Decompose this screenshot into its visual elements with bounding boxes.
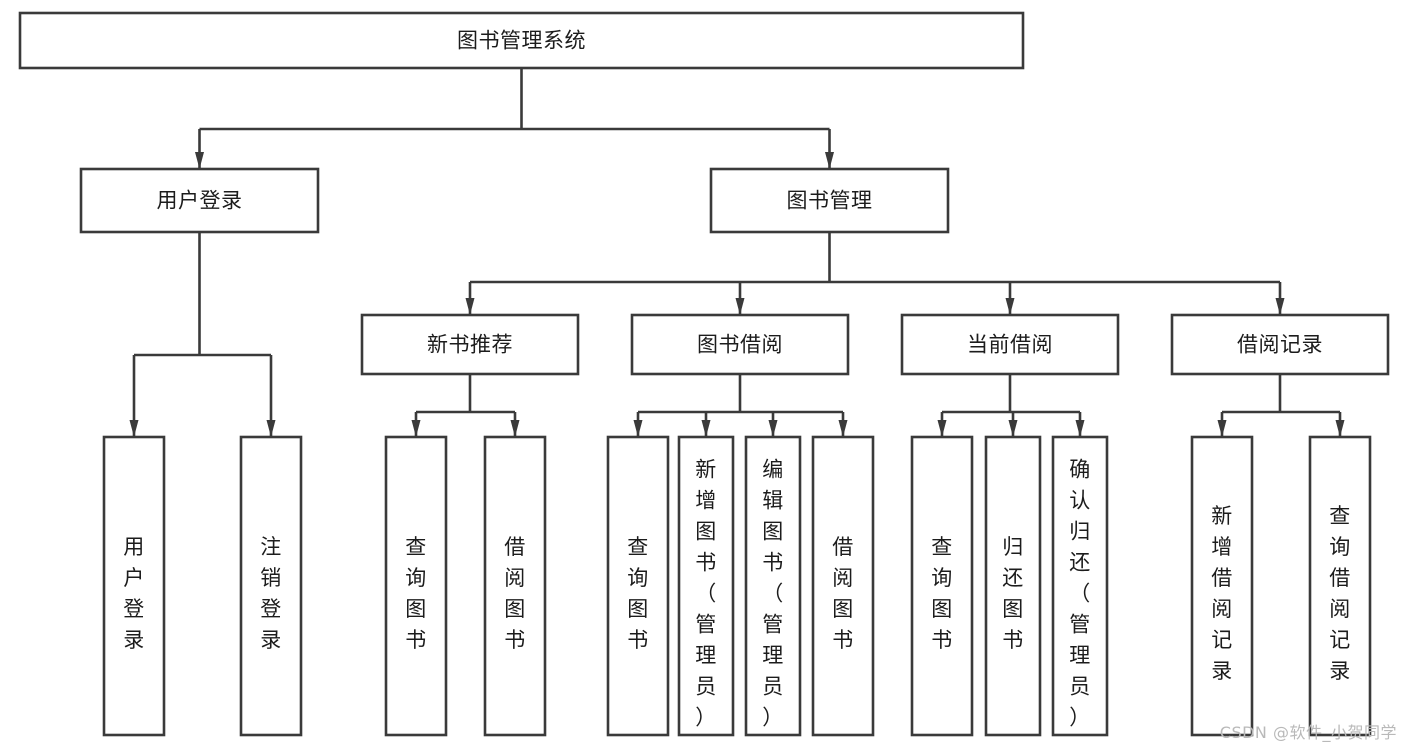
book-manage-to-level3-arrow-3 [1275,298,1285,315]
user-login-to-leaves-arrow-0 [129,420,139,437]
node-leaf-query-book-current[interactable]: 查询图书 [910,435,974,737]
node-leaf-add-book-admin[interactable]: 新增图书（管理员） [677,435,735,737]
node-root-root[interactable]: 图书管理系统 [18,11,1025,70]
node-leaf-borrow-book[interactable]: 借阅图书 [811,435,875,737]
node-leaf-logout-login[interactable]: 注销登录 [239,435,303,737]
node-borrow-record-label: 借阅记录 [1237,333,1323,357]
connector-edges-layer [129,68,1345,437]
node-leaf-query-book-recommend-box[interactable] [384,435,448,737]
node-new-book-recommend[interactable]: 新书推荐 [360,313,580,376]
node-leaf-query-book-recommend[interactable]: 查询图书 [384,435,448,737]
root-to-level2-arrow-1 [825,152,834,169]
node-leaf-query-book-borrow[interactable]: 查询图书 [606,435,670,737]
book-borrow-to-leaves-arrow-2 [768,420,778,437]
new-book-recommend-to-leaves-arrow-0 [411,420,421,437]
node-leaf-user-login-label: 用户登录 [123,535,145,652]
node-leaf-borrow-book-recommend-label: 借阅图书 [504,535,526,652]
node-leaf-add-borrow-record-label: 新增借阅记录 [1211,504,1233,683]
node-borrow-record-box[interactable] [1170,313,1390,376]
node-leaf-return-book-box[interactable] [984,435,1042,737]
node-leaf-add-borrow-record-box[interactable] [1190,435,1254,737]
node-book-manage[interactable]: 图书管理 [709,167,950,234]
node-leaf-logout-login-label: 注销登录 [260,535,282,652]
current-borrow-to-leaves-arrow-1 [1008,420,1018,437]
node-leaf-return-book-label: 归还图书 [1002,535,1024,652]
book-manage-to-level3-arrow-1 [735,298,745,315]
node-leaf-add-book-admin-box[interactable] [677,435,735,737]
node-root-root-box[interactable] [18,11,1025,70]
borrow-record-to-leaves-arrow-1 [1335,420,1345,437]
node-leaf-query-book-borrow-box[interactable] [606,435,670,737]
node-book-manage-box[interactable] [709,167,950,234]
node-leaf-query-borrow-record-label: 查询借阅记录 [1329,504,1351,683]
node-leaf-borrow-book-label: 借阅图书 [832,535,854,652]
node-leaf-return-book[interactable]: 归还图书 [984,435,1042,737]
node-book-manage-label: 图书管理 [787,189,873,213]
node-current-borrow-box[interactable] [900,313,1120,376]
user-login-to-leaves-arrow-1 [266,420,276,437]
node-user-login-label: 用户登录 [157,189,243,213]
new-book-recommend-to-leaves-arrow-1 [510,420,520,437]
node-current-borrow[interactable]: 当前借阅 [900,313,1120,376]
node-leaf-add-borrow-record[interactable]: 新增借阅记录 [1190,435,1254,737]
borrow-record-to-leaves-arrow-0 [1217,420,1227,437]
book-borrow-to-leaves-arrow-3 [838,420,848,437]
node-book-borrow-box[interactable] [630,313,850,376]
node-leaf-confirm-return-admin-box[interactable] [1051,435,1109,737]
book-manage-to-level3-arrow-2 [1005,298,1015,315]
node-boxes-layer: 图书管理系统用户登录图书管理新书推荐图书借阅当前借阅借阅记录用户登录注销登录查询… [18,11,1390,737]
node-new-book-recommend-box[interactable] [360,313,580,376]
node-leaf-user-login-box[interactable] [102,435,166,737]
node-leaf-edit-book-admin-label: 编辑图书（管理员） [762,458,784,730]
node-leaf-confirm-return-admin[interactable]: 确认归还（管理员） [1051,435,1109,737]
node-leaf-borrow-book-recommend[interactable]: 借阅图书 [483,435,547,737]
node-leaf-query-borrow-record[interactable]: 查询借阅记录 [1308,435,1372,737]
node-new-book-recommend-label: 新书推荐 [427,333,513,357]
node-leaf-query-book-current-label: 查询图书 [931,535,953,652]
node-leaf-logout-login-box[interactable] [239,435,303,737]
node-user-login[interactable]: 用户登录 [79,167,320,234]
node-book-borrow[interactable]: 图书借阅 [630,313,850,376]
current-borrow-to-leaves-arrow-0 [937,420,947,437]
node-borrow-record[interactable]: 借阅记录 [1170,313,1390,376]
node-root-root-label: 图书管理系统 [457,29,586,53]
book-manage-to-level3-arrow-0 [465,298,475,315]
node-leaf-query-book-recommend-label: 查询图书 [405,535,427,652]
node-current-borrow-label: 当前借阅 [967,333,1053,357]
node-leaf-confirm-return-admin-label: 确认归还（管理员） [1069,458,1091,730]
current-borrow-to-leaves-arrow-2 [1075,420,1085,437]
node-leaf-borrow-book-recommend-box[interactable] [483,435,547,737]
node-leaf-borrow-book-box[interactable] [811,435,875,737]
node-leaf-query-book-current-box[interactable] [910,435,974,737]
node-leaf-query-book-borrow-label: 查询图书 [627,535,649,652]
node-leaf-user-login[interactable]: 用户登录 [102,435,166,737]
root-to-level2-arrow-0 [195,152,204,169]
node-leaf-edit-book-admin-box[interactable] [744,435,802,737]
book-borrow-to-leaves-arrow-0 [633,420,643,437]
node-leaf-add-book-admin-label: 新增图书（管理员） [695,458,717,730]
node-leaf-edit-book-admin[interactable]: 编辑图书（管理员） [744,435,802,737]
node-book-borrow-label: 图书借阅 [697,333,783,357]
node-leaf-query-borrow-record-box[interactable] [1308,435,1372,737]
node-user-login-box[interactable] [79,167,320,234]
book-borrow-to-leaves-arrow-1 [701,420,711,437]
